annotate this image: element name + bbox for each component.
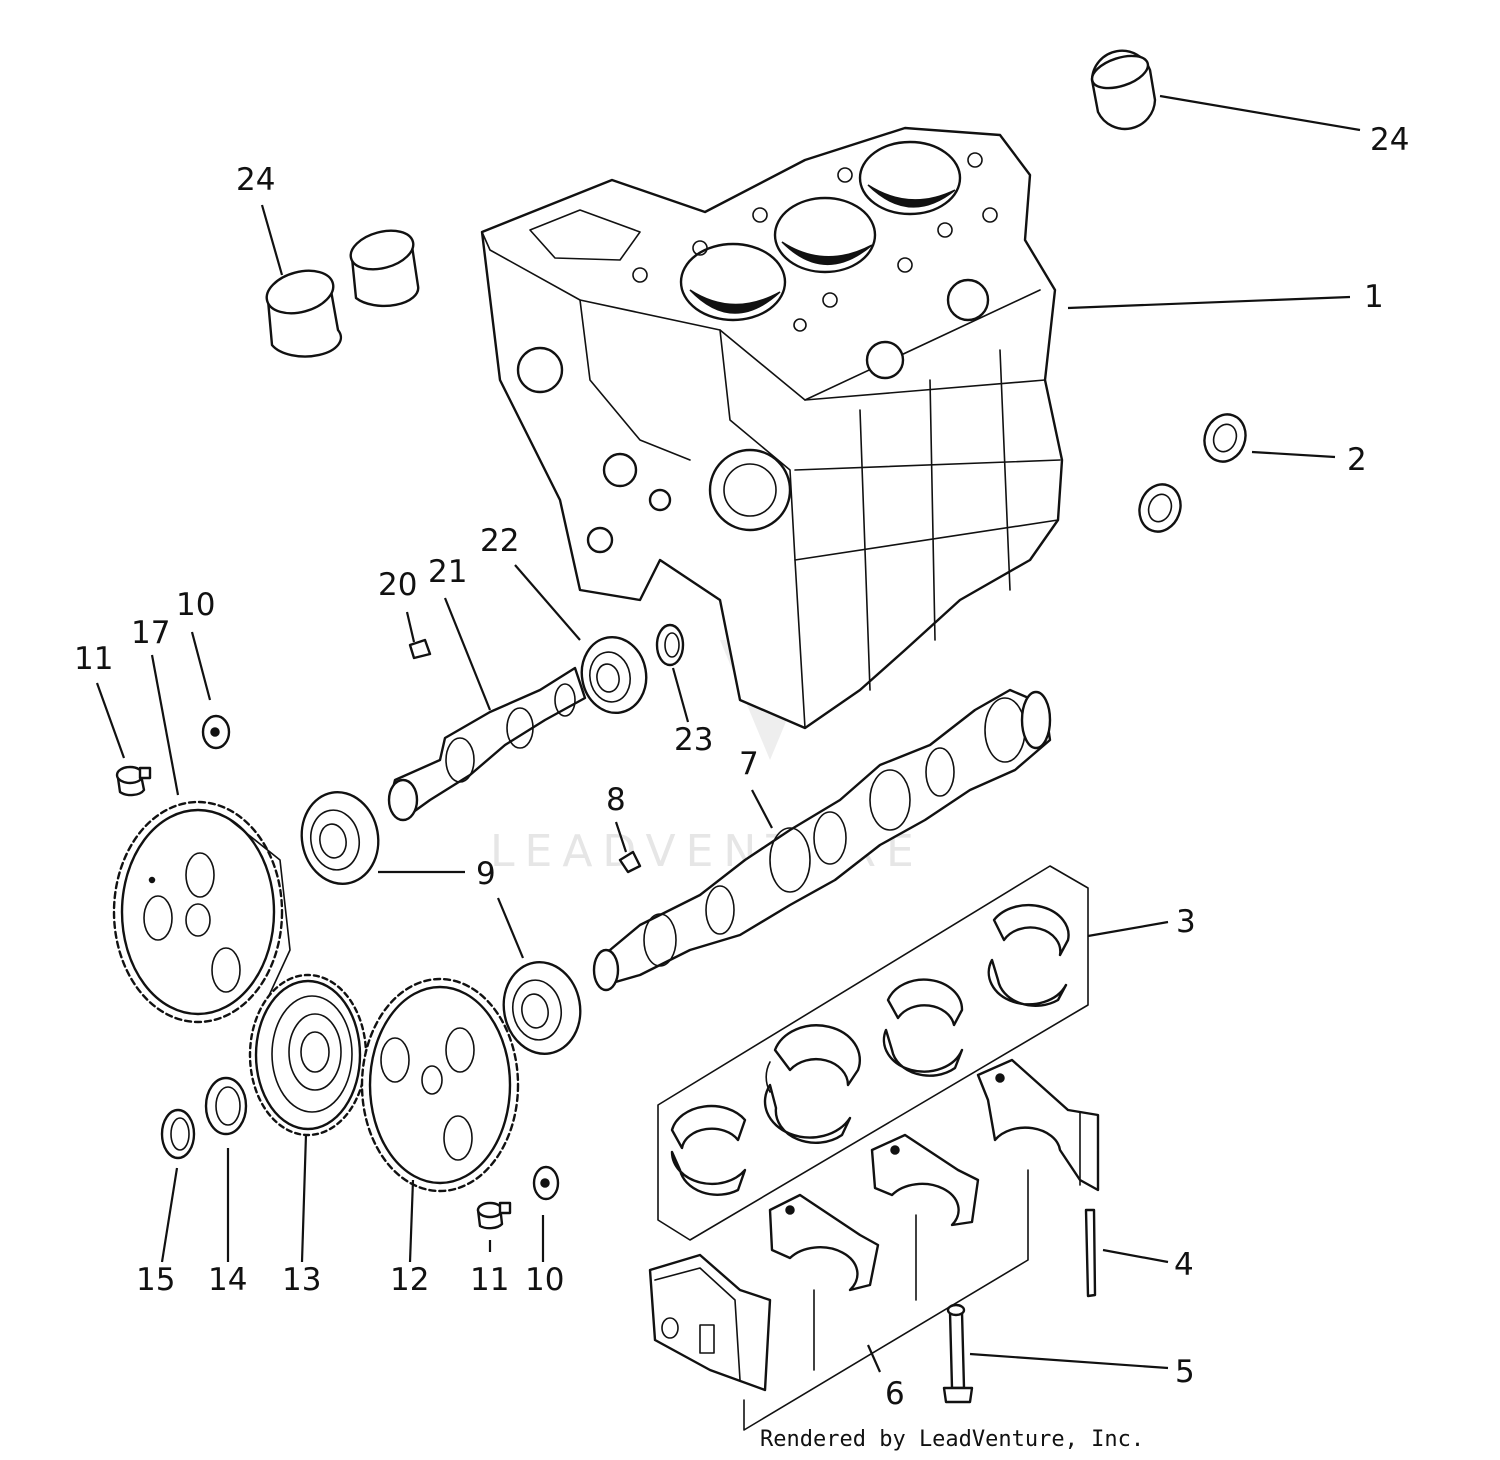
- callout-2: 2: [1347, 442, 1367, 478]
- cap-2: [768, 1193, 880, 1292]
- circlip-15: [160, 1108, 196, 1160]
- gear-12: [360, 977, 520, 1193]
- callout-9: 9: [476, 856, 496, 892]
- oil-seal-2b: [1138, 483, 1182, 533]
- bearing-caps-6: [648, 1058, 1100, 1431]
- callout-17: 17: [131, 615, 170, 651]
- callout-4: 4: [1174, 1247, 1194, 1283]
- shaft-21: [387, 666, 587, 822]
- circlip-23: [655, 623, 685, 667]
- bolt-11-top: [115, 765, 152, 797]
- callout-14: 14: [208, 1262, 247, 1298]
- callout-13: 13: [282, 1262, 321, 1298]
- shell-pair-2: [763, 1024, 862, 1144]
- shell-pair-1: [670, 1104, 747, 1196]
- plug-24-top: [1090, 49, 1157, 131]
- bolt-11-bottom: [476, 1201, 512, 1230]
- callout-12: 12: [390, 1262, 429, 1298]
- key-8: [618, 850, 642, 874]
- pin-4: [1084, 1208, 1097, 1298]
- gear-17: [112, 800, 291, 1024]
- render-credit: Rendered by LeadVenture, Inc.: [760, 1427, 1144, 1452]
- callout-15: 15: [136, 1262, 175, 1298]
- bearing-9b: [502, 961, 582, 1055]
- callout-6: 6: [885, 1376, 905, 1412]
- bearing-22: [580, 635, 648, 715]
- callout-24-top: 24: [1370, 122, 1409, 158]
- washer-10-bottom: [532, 1165, 560, 1201]
- callout-10-bottom: 10: [525, 1262, 564, 1298]
- callout-11-top: 11: [74, 641, 113, 677]
- callout-23: 23: [674, 722, 713, 758]
- cap-rear: [976, 1058, 1100, 1192]
- callout-10-top: 10: [176, 587, 215, 623]
- cylinder-block: [480, 126, 1064, 730]
- callout-22: 22: [480, 523, 519, 559]
- plug-24-left-a: [265, 269, 343, 358]
- callout-8: 8: [606, 782, 626, 818]
- washer-10-top: [201, 714, 231, 750]
- callout-20: 20: [378, 567, 417, 603]
- callout-3: 3: [1176, 904, 1196, 940]
- bearing-9a: [300, 791, 380, 885]
- callout-21: 21: [428, 554, 467, 590]
- callout-labels: 24 24 1 2 22 20 21 10 17 11 23 7 8 9 3 4…: [74, 122, 1409, 1412]
- callout-5: 5: [1175, 1354, 1195, 1390]
- bearing-shells-3: [657, 865, 1089, 1241]
- key-20: [408, 638, 432, 660]
- callout-24-left: 24: [236, 162, 275, 198]
- ring-14: [204, 1076, 248, 1136]
- shell-pair-4: [987, 903, 1070, 1007]
- callout-7: 7: [739, 746, 759, 782]
- cap-3: [870, 1133, 980, 1227]
- oil-seal-2a: [1203, 413, 1247, 463]
- callout-11-bottom: 11: [470, 1262, 509, 1298]
- camshaft-7: [592, 688, 1052, 992]
- bolt-5: [942, 1303, 974, 1404]
- callout-1: 1: [1364, 279, 1384, 315]
- plug-24-left-b: [349, 229, 420, 308]
- gear-13: [248, 973, 368, 1137]
- leader-lines: [95, 94, 1361, 1373]
- cap-front: [648, 1253, 772, 1392]
- shell-pair-3: [882, 978, 964, 1077]
